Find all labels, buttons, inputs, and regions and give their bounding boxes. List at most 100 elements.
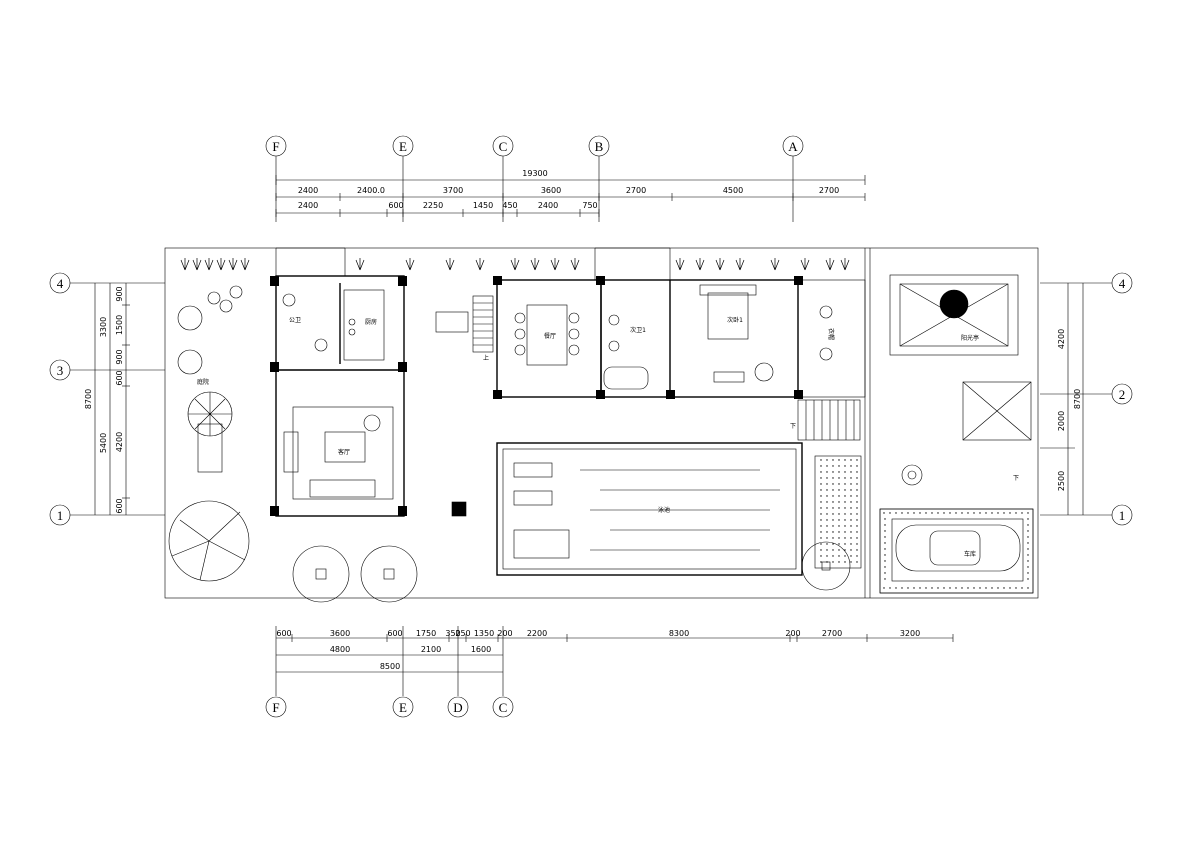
shrub-symbol [355,258,365,271]
hatch-dot [838,483,840,485]
hatch-dot [826,507,828,509]
svg-text:4: 4 [57,276,64,291]
hatch-dot [850,495,852,497]
hatch-dot [884,542,886,544]
hatch-dot [844,519,846,521]
hatch-dot [832,507,834,509]
hatch-dot [850,471,852,473]
hatch-dot [844,471,846,473]
dim-bot-r2-0: 4800 [330,645,350,654]
dim-top-r1-0: 2400 [298,186,318,195]
hatch-dot [832,477,834,479]
hatch-dot [850,501,852,503]
hatch-dot [913,587,915,589]
dim-bot-r2-2: 1600 [471,645,491,654]
hatch-dot [943,587,945,589]
hatch-dot [850,513,852,515]
hatch-dot [820,477,822,479]
hatch-dot [826,459,828,461]
hatch-dot [937,512,939,514]
dim-top-r1-5: 4500 [723,186,743,195]
shrub-symbol [180,258,190,271]
hatch-dot [955,587,957,589]
dim-left-c3-3: 600 [115,370,124,385]
dim-bot-r1-6: 1350 [474,629,494,638]
tree-symbol [801,541,851,591]
hatch-dot [1027,587,1029,589]
hatch-dot [985,587,987,589]
svg-text:C: C [499,700,508,715]
hatch-dot [826,477,828,479]
hatch-dot [901,512,903,514]
hatch-dot [1027,554,1029,556]
top-dimension-lines: 19300 2400 2400.0 3700 3600 2700 4500 27… [275,169,866,217]
hatch-dot [826,465,828,467]
room-label-garden: 庭院 [197,378,209,386]
dim-left-c2-1: 5400 [99,433,108,453]
hatch-dot [856,519,858,521]
hatch-dot [838,543,840,545]
hatch-dot [997,512,999,514]
dim-left-c3-0: 900 [115,286,124,301]
hatch-dot [838,465,840,467]
hatch-dot [979,587,981,589]
hatch-dot [850,519,852,521]
hatch-dot [907,512,909,514]
hatch-dot [856,501,858,503]
dim-bot-r1-1: 3600 [330,629,350,638]
shrub-symbol [715,258,725,271]
shrub-symbol [510,258,520,271]
dim-bot-r1-8: 2200 [527,629,547,638]
furniture [282,274,1034,594]
left-dimension-lines: 8700 3300 5400 900 1500 900 600 4200 600… [49,272,165,526]
hatch-dot [973,512,975,514]
shrub-symbol [240,258,250,271]
hatch-dot [991,587,993,589]
hatch-dot [826,483,828,485]
dim-top-r1-2: 3700 [443,186,463,195]
hatch-dot [856,525,858,527]
hatch-dot [884,560,886,562]
hatch-dot [844,555,846,557]
hatch-dot [838,495,840,497]
shrub-symbol [192,258,202,271]
hatch-dot [844,537,846,539]
hatch-dot [856,459,858,461]
svg-text:F: F [272,139,279,154]
hatch-dot [856,495,858,497]
hatch-dot [856,543,858,545]
dim-bot-r1-12: 3200 [900,629,920,638]
axis-bubble-D-bottom: D [447,696,469,718]
hatch-dot [826,501,828,503]
hatch-dot [967,587,969,589]
axis-bubble-2-right: 2 [1111,383,1133,405]
room-label-kitchen: 厨房 [365,318,377,326]
dim-bot-r1-9: 8300 [669,629,689,638]
shrub-symbol [800,258,810,271]
hatch-dot [856,561,858,563]
hatch-dot [838,489,840,491]
hatch-dot [844,525,846,527]
axis-bubble-F-bottom: F [265,696,287,718]
hatch-dot [826,531,828,533]
hatch-dot [838,513,840,515]
hatch-dot [895,587,897,589]
hatch-dot [943,512,945,514]
room-label-bedroom2: 次卧1 [727,316,743,324]
hatch-dot [955,512,957,514]
dim-bot-r1-7: 200 [497,629,512,638]
hatch-dot [925,587,927,589]
hatch-dot [925,512,927,514]
hatch-dot [844,507,846,509]
dim-top-r2-6: 750 [582,201,597,210]
dim-total-top: 19300 [522,169,547,178]
bottom-dimension-lines: 600 3600 600 1750 350 250 1350 200 2200 … [265,626,954,718]
room-label-garage: 车库 [964,550,976,558]
shrub-symbol [530,258,540,271]
hatch-dot [1021,587,1023,589]
svg-text:2: 2 [1119,387,1126,402]
hatch-dot [856,507,858,509]
hatch-dot [844,495,846,497]
hatch-dot [832,483,834,485]
hatch-dot [856,513,858,515]
